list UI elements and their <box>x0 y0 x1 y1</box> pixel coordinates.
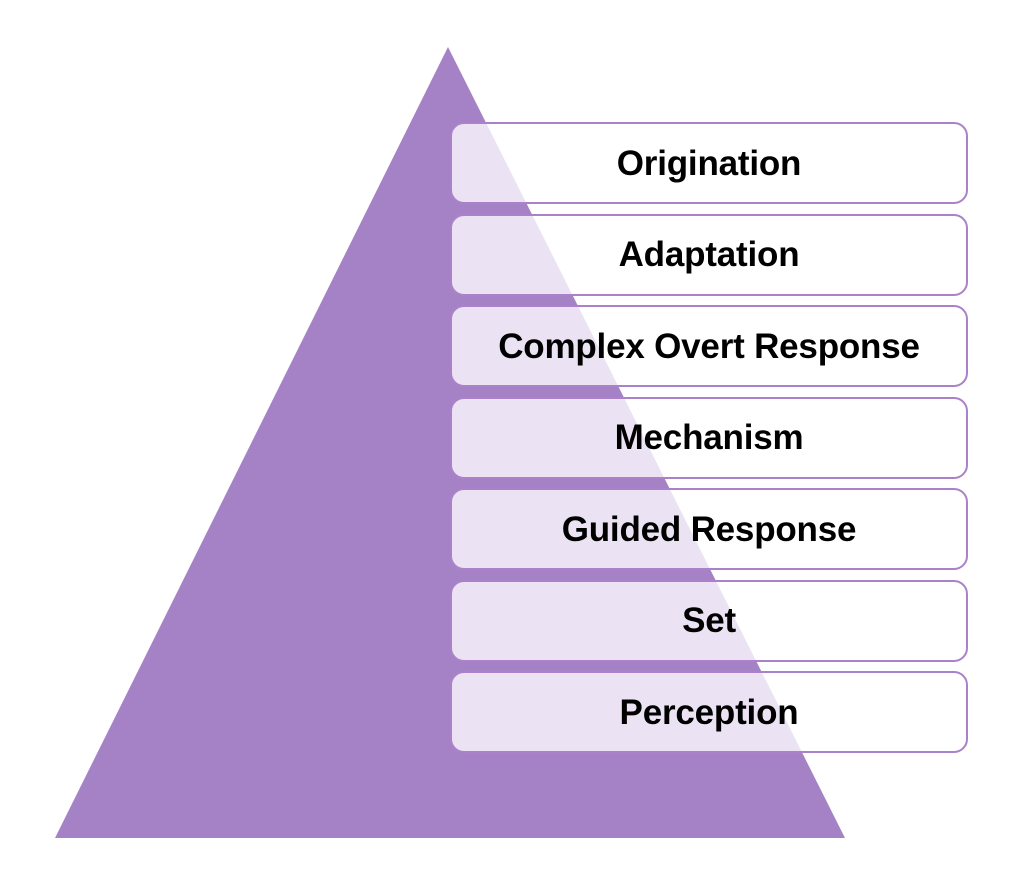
pyramid-level-label: Guided Response <box>561 509 857 549</box>
pyramid-level-complex-overt-response[interactable]: Complex Overt Response <box>450 305 968 387</box>
pyramid-level-label: Origination <box>616 143 802 183</box>
pyramid-level-label: Adaptation <box>618 235 800 274</box>
pyramid-level-label: Perception <box>619 692 799 732</box>
pyramid-level-mechanism[interactable]: Mechanism <box>450 396 968 479</box>
pyramid-level-stack: Origination Adaptation Complex Overt Res… <box>450 122 968 753</box>
pyramid-level-label: Mechanism <box>614 418 804 457</box>
pyramid-level-label: Complex Overt Response <box>498 326 920 366</box>
pyramid-level-origination[interactable]: Origination <box>450 122 968 204</box>
pyramid-level-perception[interactable]: Perception <box>450 671 968 753</box>
pyramid-level-set[interactable]: Set <box>450 579 968 662</box>
pyramid-level-guided-response[interactable]: Guided Response <box>450 488 968 570</box>
pyramid-level-label: Set <box>682 601 736 640</box>
pyramid-level-adaptation[interactable]: Adaptation <box>450 213 968 296</box>
